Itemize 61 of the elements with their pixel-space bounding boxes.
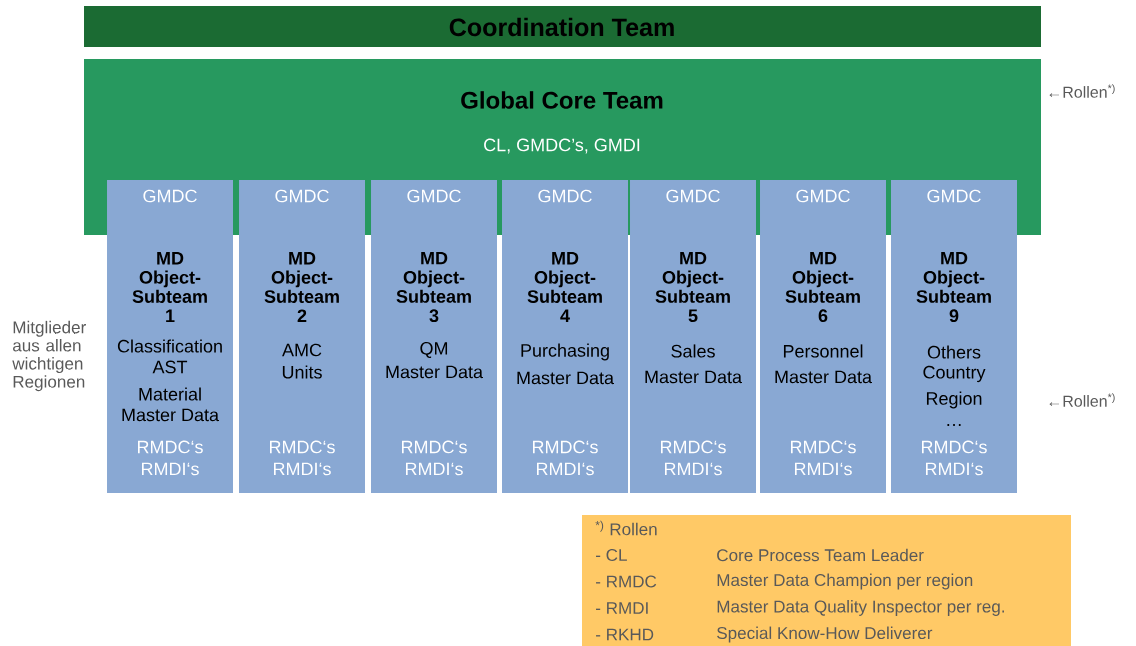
subteam-topic: AMC bbox=[282, 343, 322, 357]
role-label: RMDI‘s bbox=[274, 462, 331, 476]
role-label: RMDI‘s bbox=[142, 462, 199, 476]
subteam-topic: Purchasing bbox=[521, 343, 609, 361]
role-abbreviation: - RKHD bbox=[596, 628, 654, 641]
subteam-heading: MD Object-Subteam 9 bbox=[916, 251, 991, 323]
subteam-heading: MD Object-Subteam 1 bbox=[132, 252, 207, 322]
role-label: GMDC bbox=[796, 189, 850, 203]
subteam-topic: AST bbox=[152, 360, 188, 374]
subteam-topic: Region bbox=[926, 391, 982, 409]
role-label: GMDC bbox=[538, 189, 592, 203]
subteam-heading: MD Object-Subteam 6 bbox=[785, 251, 860, 323]
subteam-topic: Sales bbox=[671, 344, 715, 358]
role-label: RMDC‘s bbox=[270, 440, 335, 454]
role-description: Special Know-How Deliverer bbox=[717, 626, 933, 643]
subteam-heading: MD Object-Subteam 2 bbox=[264, 252, 339, 322]
roles-note: ←Rollen$^{*)}$ bbox=[1049, 393, 1115, 407]
subteam-topic: Personnel bbox=[783, 344, 863, 358]
subteam-heading: MD Object-Subteam 3 bbox=[396, 251, 471, 323]
role-label: GMDC bbox=[927, 189, 981, 203]
subteam-topic: Master Data bbox=[517, 371, 614, 385]
subteam-heading: MD Object-Subteam 4 bbox=[527, 252, 602, 322]
subteam-topic: Material bbox=[139, 387, 201, 401]
role-label: GMDC bbox=[666, 189, 720, 203]
role-label: RMDC‘s bbox=[533, 440, 598, 454]
role-label: RMDC‘s bbox=[402, 440, 467, 454]
roles-note: ←Rollen$^{*)}$ bbox=[1049, 84, 1115, 98]
subteam-topic: Country bbox=[923, 365, 986, 383]
subteam-heading: MD Object-Subteam 5 bbox=[655, 251, 730, 323]
role-label: GMDC bbox=[143, 189, 197, 203]
role-label: RMDI‘s bbox=[665, 462, 722, 476]
role-description: Core Process Team Leader bbox=[717, 548, 924, 562]
team-title: Coordination Team bbox=[449, 17, 674, 37]
subteam-topic: Master Data bbox=[775, 370, 872, 384]
subteam-topic: Others bbox=[927, 345, 981, 359]
subteam-topic: Master Data bbox=[122, 408, 219, 422]
role-description: Master Data Quality Inspector per reg. bbox=[717, 600, 1004, 616]
role-label: RMDC‘s bbox=[922, 440, 987, 454]
subteam-topic: Units bbox=[282, 365, 322, 379]
team-title: Global Core Team bbox=[461, 91, 663, 109]
role-label: RMDC‘s bbox=[791, 440, 856, 454]
role-label: RMDC‘s bbox=[138, 440, 203, 454]
subteam-topic: Classification bbox=[117, 339, 222, 353]
role-label: RMDI‘s bbox=[926, 462, 983, 476]
subteam-topic: Master Data bbox=[386, 365, 483, 379]
footnote-heading: $^{*)}$ Rollen bbox=[595, 520, 657, 536]
role-label: RMDI‘s bbox=[406, 462, 463, 476]
role-label: RMDI‘s bbox=[795, 462, 852, 476]
role-description: Master Data Champion per region bbox=[717, 573, 973, 590]
role-label: RMDC‘s bbox=[661, 440, 726, 454]
subteam-topic: Master Data bbox=[645, 370, 742, 384]
role-abbreviation: - RMDC bbox=[596, 575, 657, 588]
role-label: GMDC bbox=[275, 189, 329, 203]
role-list: CL, GMDC’s, GMDI bbox=[484, 138, 640, 154]
role-abbreviation: - RMDI bbox=[596, 602, 648, 614]
role-label: GMDC bbox=[407, 189, 461, 203]
role-label: RMDI‘s bbox=[537, 462, 594, 476]
subteam-topic: … bbox=[947, 424, 961, 426]
subteam-topic: QM bbox=[420, 342, 448, 358]
members-note: Mitglieder aus allen wichtigen Regionen bbox=[12, 320, 86, 392]
role-abbreviation: - CL bbox=[596, 548, 627, 562]
